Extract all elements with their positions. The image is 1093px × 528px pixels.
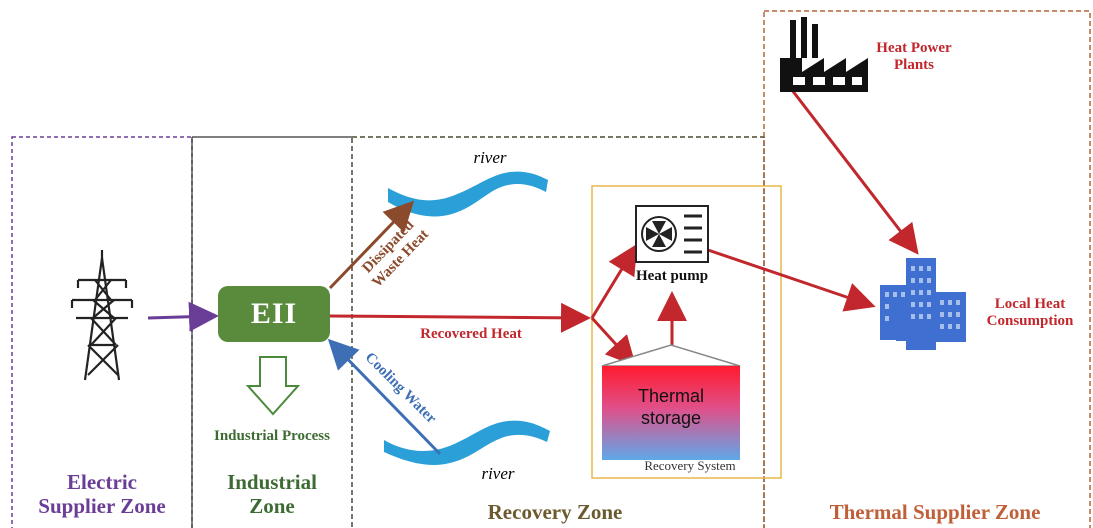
arrow-dissipated-waste-heat: [328, 200, 415, 290]
industrial-process-arrow: [245, 356, 301, 416]
river-top-label: river: [473, 148, 507, 167]
industrial-zone-title: Industrial Zone: [227, 470, 317, 519]
arrow-electric-to-eii: [147, 301, 219, 332]
thermal-storage-tank: [601, 344, 741, 460]
recovery-system-frame: [591, 185, 782, 479]
heat-pump-icon: [635, 205, 709, 263]
thermal-zone-title: Thermal Supplier Zone: [829, 500, 1041, 524]
river-icon: [388, 171, 548, 217]
power-pylon-icon: [70, 250, 134, 381]
industrial-process-label: Industrial Process: [214, 428, 330, 444]
thermal-storage-label: Thermal storage: [637, 386, 704, 428]
recovery-zone-title: Recovery Zone: [487, 500, 623, 524]
eii-label: EII: [250, 297, 298, 330]
arrow-heat-pump-to-consumption: [707, 248, 876, 312]
factory-icon: [780, 17, 868, 92]
river-bottom-label: river: [481, 464, 515, 483]
electric-zone-border: [11, 136, 193, 528]
heat-pump-label: Heat pump: [635, 268, 709, 284]
river-icon: [384, 420, 550, 465]
building-icon: [880, 258, 966, 350]
arrow-cooling-water: [327, 338, 442, 456]
heat-power-plants-label: Heat Power Plants: [876, 40, 952, 74]
arrow-plants-to-consumption: [790, 89, 919, 255]
recovery-system-label: Recovery System: [644, 458, 736, 473]
recovered-heat-label: Recovered Heat: [420, 326, 522, 342]
local-heat-consumption-label: Local Heat Consumption: [986, 296, 1074, 330]
thermal-zone-border: [763, 10, 1091, 528]
arrow-recovered-heat: [329, 302, 591, 333]
arrow-to-heat-pump: [590, 243, 638, 319]
arrow-to-thermal-storage: [590, 316, 637, 367]
eii-box: [218, 286, 330, 342]
electric-zone-title: Electric Supplier Zone: [38, 470, 166, 519]
